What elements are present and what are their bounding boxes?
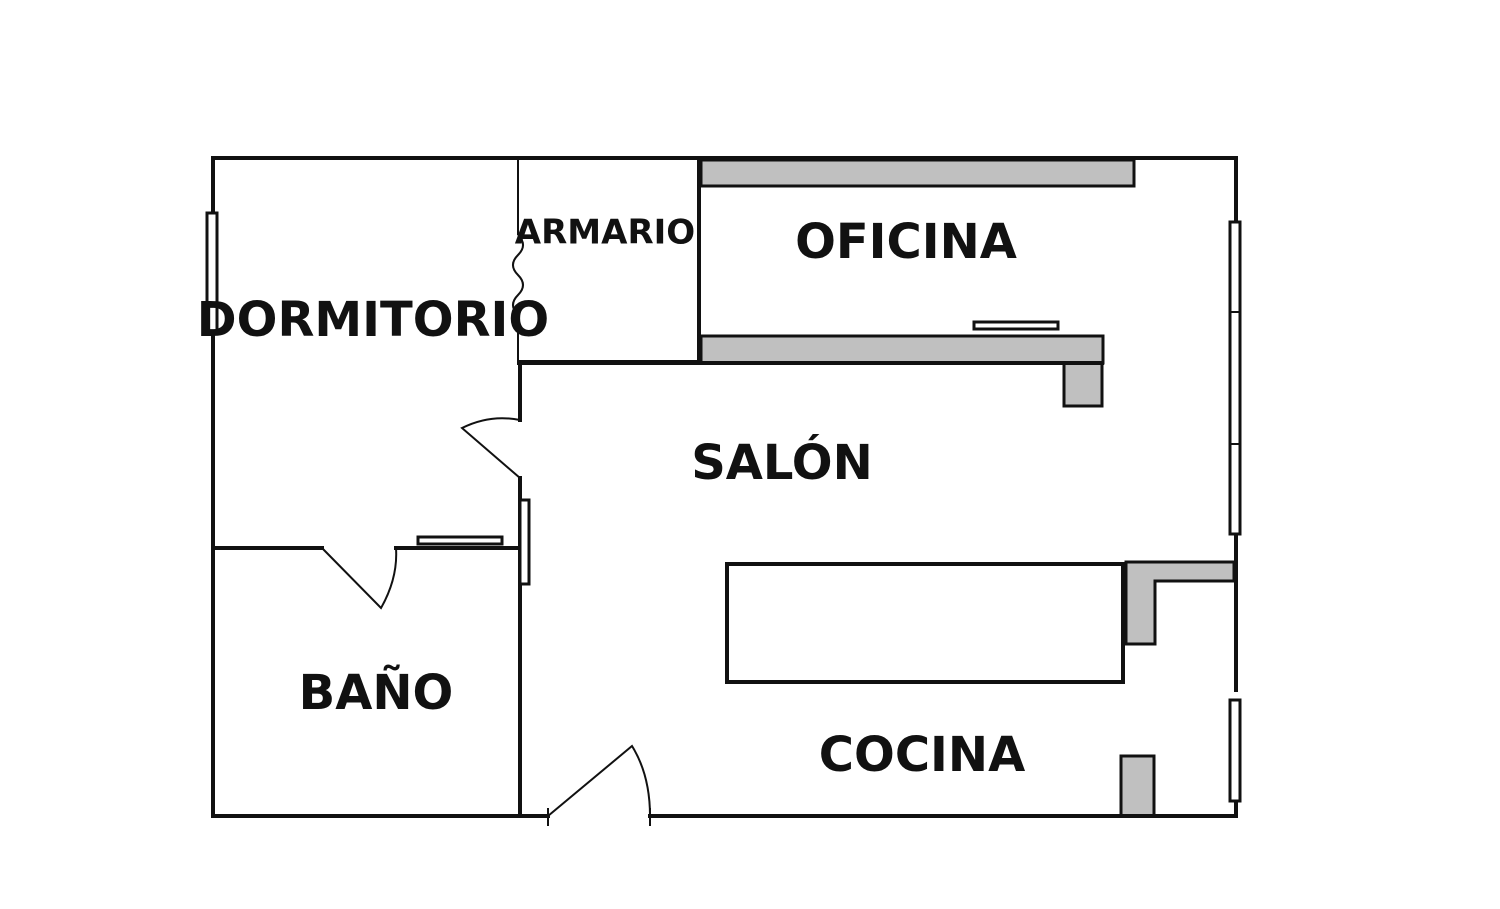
door-armario-folding [512, 234, 524, 316]
room-label-bano: BAÑO [299, 664, 454, 721]
door-dormitorio [460, 417, 521, 479]
window-hall [518, 498, 531, 586]
radiator-dormitorio [416, 535, 504, 546]
oficina-desk-leg [1062, 361, 1104, 408]
window-cocina [1228, 698, 1242, 803]
room-label-oficina: OFICINA [795, 214, 1017, 270]
window-dormitorio [205, 211, 219, 335]
door-entrance [547, 744, 651, 817]
oficina-top-shelf [699, 158, 1136, 188]
room-label-salon: SALÓN [691, 434, 873, 491]
room-labels: ARMARIO OFICINA DORMITORIO SALÓN BAÑO CO… [197, 213, 1025, 784]
doors [321, 234, 651, 826]
radiator-oficina [972, 320, 1060, 331]
kitchen-island [725, 562, 1125, 684]
oficina-desk [699, 334, 1105, 365]
cocina-appliance [1119, 754, 1156, 818]
window-salon [1228, 220, 1242, 536]
room-label-armario: ARMARIO [515, 213, 695, 253]
cocina-corner-counter [1124, 560, 1236, 646]
room-label-dormitorio: DORMITORIO [197, 292, 549, 348]
room-label-cocina: COCINA [819, 727, 1025, 783]
windows [205, 211, 1242, 803]
door-bano [321, 547, 398, 610]
